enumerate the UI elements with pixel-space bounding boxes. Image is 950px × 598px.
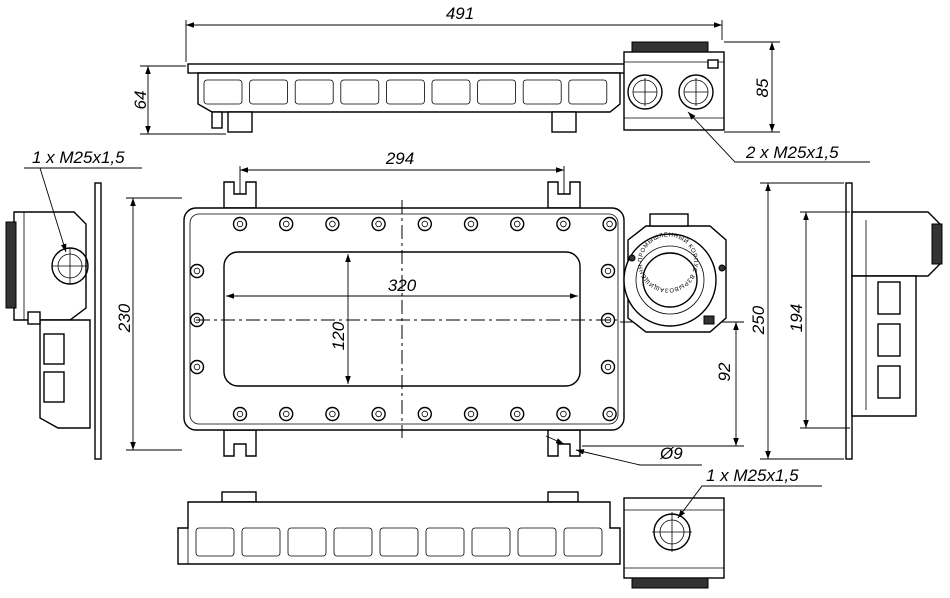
flange-bolt [232, 216, 248, 232]
bottom-rib [287, 527, 327, 557]
top-rib [340, 79, 380, 105]
callout-bottom-entry: 1 x M25x1,5 [706, 466, 799, 485]
callout-left-entry: 1 x M25x1,5 [32, 148, 125, 167]
dim-mount-spacing: 294 [385, 149, 414, 168]
flange-bolt [602, 406, 617, 422]
top-cable-entry-1 [627, 74, 663, 110]
flange-bolt [417, 216, 432, 232]
bottom-rib [425, 527, 465, 557]
bottom-rib [379, 527, 419, 557]
flange-bolt [463, 406, 479, 422]
flange-bolt [279, 406, 294, 422]
dim-top-height: 64 [131, 91, 150, 110]
flange-bolt [510, 406, 525, 422]
top-rib [203, 79, 243, 105]
left-mount-plate [94, 182, 102, 460]
right-mount-plate [845, 182, 853, 460]
dim-window-width: 320 [388, 276, 417, 295]
flange-bolt [463, 216, 479, 232]
left-cable-entry [51, 247, 89, 285]
flange-bolt [556, 216, 571, 232]
flange-bolt [510, 216, 525, 232]
left-terminal-box [13, 211, 87, 321]
flange-bolt [189, 263, 205, 279]
bottom-rib [195, 527, 235, 557]
top-rib [568, 79, 608, 105]
top-rib [431, 79, 471, 105]
top-rib [522, 79, 562, 105]
bottom-rib [517, 527, 557, 557]
callout-top-entries: 2 x M25x1,5 [745, 143, 839, 162]
dim-window-height: 120 [329, 321, 348, 350]
bottom-rib [563, 527, 603, 557]
flange-bolt [556, 406, 571, 422]
top-rib [385, 79, 425, 105]
right-side-view: 250 194 [749, 182, 943, 460]
top-rib [294, 79, 334, 105]
bottom-cable-entry [652, 512, 692, 552]
flange-bolt [371, 406, 386, 422]
dim-mount-height: 250 [749, 305, 768, 335]
top-view: 491 64 85 2 x M25x1,5 [131, 4, 870, 163]
flange-bolt [232, 406, 248, 422]
top-cable-entry-2 [678, 74, 714, 110]
bottom-rib [333, 527, 373, 557]
top-box-lid [631, 41, 709, 53]
flange-bolt [325, 216, 340, 232]
dim-box-height: 85 [753, 78, 772, 97]
flange-bolt [325, 406, 340, 422]
mount-lug-bottom-left [223, 429, 257, 457]
flange-bolt [371, 216, 386, 232]
top-view-ribs [203, 79, 608, 105]
flange-bolt [600, 263, 616, 279]
bottom-rib [241, 527, 281, 557]
bottom-rib [471, 527, 511, 557]
flange-bolt [600, 359, 616, 375]
bottom-view: 1 x M25x1,5 [177, 466, 822, 589]
top-rib [477, 79, 517, 105]
front-bolts [189, 216, 617, 422]
top-rib [249, 79, 289, 105]
dim-hole-diameter: Ø9 [659, 444, 683, 463]
bottom-view-ribs [195, 527, 603, 557]
dim-body-height: 230 [115, 303, 134, 333]
flange-bolt [602, 216, 617, 232]
flange-bolt [189, 359, 205, 375]
flange-bolt [279, 216, 294, 232]
left-side-view: 1 x M25x1,5 [5, 148, 142, 460]
dim-overall-length: 491 [446, 4, 474, 23]
dim-axis-offset: 92 [715, 362, 734, 381]
flange-bolt [417, 406, 432, 422]
mount-lug-bottom-right [547, 429, 581, 457]
bottom-terminal-box [623, 497, 725, 579]
dim-side-height: 194 [787, 304, 806, 332]
